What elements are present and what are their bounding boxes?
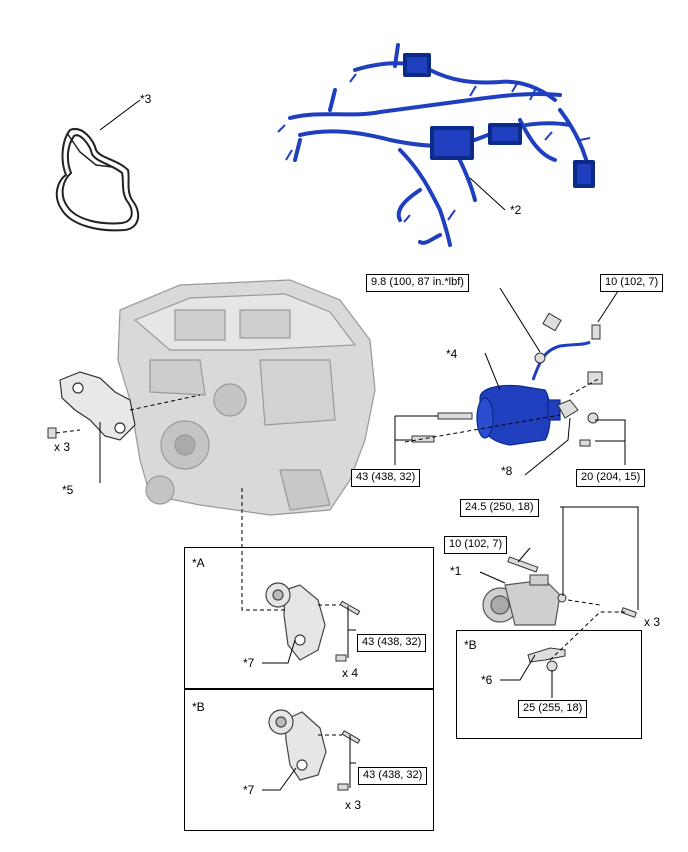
bracket-part-6 (527, 647, 566, 672)
callout-a: *A (192, 556, 205, 570)
callout-3: *3 (140, 92, 152, 106)
torque-spec-bolt-top-right: 10 (102, 7) (600, 274, 664, 292)
torque-spec-compressor-bolts: 24.5 (250, 18) (460, 499, 539, 517)
tensioner-a-bolts (335, 600, 361, 662)
frame-variant-b-right (456, 630, 642, 739)
leader-lines (99, 99, 639, 791)
callout-b-right: *B (464, 638, 477, 652)
frame-variant-b-left (184, 689, 434, 831)
engine-wire-harness (288, 43, 595, 247)
callout-7-a: *7 (243, 656, 255, 670)
torque-spec-tensioner-a: 43 (438, 32) (357, 634, 427, 652)
belt-tensioner-b (268, 709, 327, 781)
drive-belt (55, 128, 140, 232)
callout-6: *6 (481, 673, 493, 687)
torque-spec-alternator-bolts: 43 (438, 32) (351, 469, 421, 487)
callout-2: *2 (510, 203, 522, 217)
frame-variant-a (184, 547, 434, 689)
callout-b-left: *B (192, 700, 205, 714)
quantity-tensioner-a-bolts: x 4 (342, 666, 359, 680)
callout-7-b: *7 (243, 783, 255, 797)
engine-assembly (117, 279, 376, 516)
callout-8: *8 (501, 464, 513, 478)
quantity-tensioner-b-bolts: x 3 (345, 798, 362, 812)
callout-1: *1 (450, 564, 462, 578)
ac-compressor (482, 574, 561, 626)
bracket-part-5 (59, 371, 136, 441)
callout-4: *4 (446, 347, 458, 361)
alternator-cable (531, 340, 591, 381)
torque-spec-compressor-stud: 10 (102, 7) (444, 536, 508, 554)
dashed-lines (55, 377, 625, 736)
quantity-bracket-bolts: x 3 (54, 440, 71, 454)
callout-5: *5 (62, 483, 74, 497)
torque-spec-bracket-part-6: 25 (255, 18) (518, 700, 588, 718)
alternator (476, 384, 561, 446)
torque-spec-nut-alternator-cable: 9.8 (100, 87 in.*lbf) (366, 274, 469, 292)
torque-spec-tensioner-b: 43 (438, 32) (358, 767, 428, 785)
alternator-small-parts (411, 312, 603, 447)
torque-spec-bracket-part-8: 20 (204, 15) (576, 469, 646, 487)
bolt-x3-left (47, 427, 57, 439)
compressor-bolts (507, 556, 637, 618)
quantity-compressor-bolts: x 3 (644, 615, 661, 629)
harness-branches (277, 73, 591, 223)
